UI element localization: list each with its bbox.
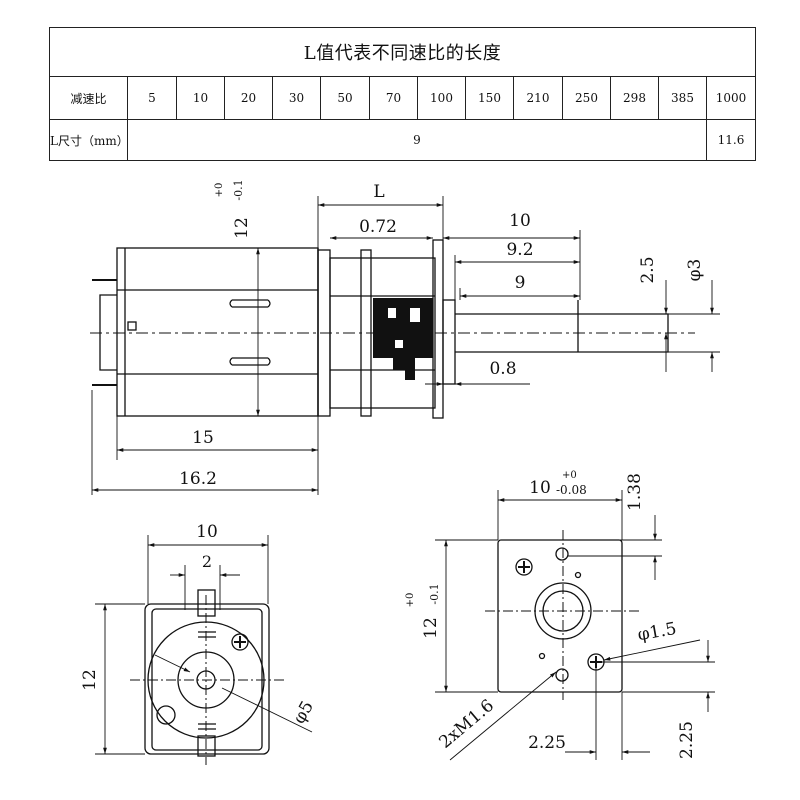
- dim-2-25-vertical: 2.25: [677, 721, 697, 759]
- dim-2-25-horizontal: 2.25: [528, 733, 566, 753]
- front-view: [130, 589, 285, 765]
- tol-12-rear-lower: -0.1: [428, 583, 441, 604]
- dim-9: 9: [515, 273, 526, 293]
- ratio-cell: 20: [224, 76, 273, 120]
- dim-0-72: 0.72: [359, 217, 397, 237]
- dim-10: 10: [509, 211, 531, 231]
- side-view: [90, 239, 695, 419]
- lsize-label: L尺寸（mm）: [49, 119, 129, 161]
- ratio-cell: 50: [320, 76, 370, 120]
- lsize-last-cell: 11.6: [705, 119, 757, 161]
- dim-screw-2xm1-6: 2xM1.6: [436, 696, 499, 753]
- table-title: L值代表不同速比的长度: [48, 27, 757, 77]
- dim-phi1-5: φ1.5: [636, 619, 678, 645]
- dim-12-rear: 12: [421, 617, 441, 639]
- tol-12-side-upper: +0: [214, 183, 225, 198]
- dim-0-8: 0.8: [489, 359, 516, 379]
- rear-view: [485, 530, 640, 700]
- dim-10-front: 10: [196, 522, 218, 542]
- motor-body: [116, 247, 319, 417]
- dim-9-2: 9.2: [506, 240, 533, 260]
- dim-2-5: 2.5: [638, 256, 658, 283]
- dim-phi3: φ3: [685, 259, 705, 282]
- front-view-dimensions: [95, 535, 313, 755]
- dim-L: L: [373, 182, 384, 202]
- dim-15: 15: [192, 428, 214, 448]
- tol-10-rear-lower: -0.08: [556, 483, 587, 497]
- ratio-cell: 30: [272, 76, 321, 120]
- dim-12-side: 12: [232, 217, 252, 239]
- lsize-row: L尺寸（mm） 9 11.6: [49, 119, 757, 161]
- rear-view-dimensions: [435, 490, 715, 761]
- tol-12-rear-upper: +0: [405, 593, 416, 608]
- side-view-dimensions: [91, 196, 720, 495]
- dim-2-front: 2: [202, 552, 212, 571]
- ratio-row: 减速比 5 10 20 30 50 70 100 150 210 250 298…: [49, 76, 757, 120]
- spec-table: L值代表不同速比的长度 减速比 5 10 20 30 50 70 100 150…: [48, 27, 757, 161]
- dim-16-2: 16.2: [179, 469, 217, 489]
- rear-view-labels: 10 +0 -0.08 1.38 12 +0 -0.1 φ1.5 2xM1.6 …: [405, 470, 697, 759]
- dim-12-front: 12: [80, 669, 100, 691]
- front-view-labels: 10 2 12 φ5: [80, 522, 318, 727]
- lsize-common-cell: 9: [127, 119, 707, 161]
- dim-10-rear: 10: [529, 478, 551, 498]
- ratio-cell: 385: [658, 76, 707, 120]
- side-view-labels: L 0.72 10 9.2 9 0.8 2.5 φ3 12 +0 -0.1 15…: [179, 179, 705, 489]
- ratio-label: 减速比: [49, 76, 128, 120]
- tol-10-rear-upper: +0: [562, 470, 577, 481]
- dim-1-38: 1.38: [625, 473, 645, 511]
- ratio-cell: 150: [465, 76, 514, 120]
- ratio-cell: 250: [562, 76, 611, 120]
- tol-12-side-lower: -0.1: [232, 179, 245, 200]
